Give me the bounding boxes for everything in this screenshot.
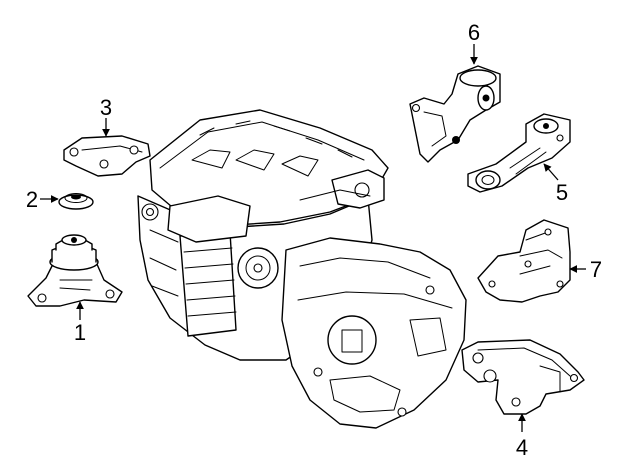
callout-label-3: 3 bbox=[100, 95, 112, 120]
engine-mount-part-3 bbox=[63, 135, 151, 177]
callout-5: 5 bbox=[543, 163, 568, 205]
callout-3: 3 bbox=[100, 95, 112, 137]
engine-mount-part-1 bbox=[27, 234, 123, 307]
callout-label-5: 5 bbox=[556, 180, 568, 205]
callout-6: 6 bbox=[468, 20, 480, 65]
engine-mount-part-2 bbox=[58, 193, 94, 210]
engine-transmission-assembly bbox=[137, 109, 467, 429]
callout-label-4: 4 bbox=[516, 435, 528, 460]
callout-label-6: 6 bbox=[468, 20, 480, 45]
engine-mount-part-5 bbox=[467, 113, 571, 193]
callout-1: 1 bbox=[74, 301, 86, 345]
engine-mount-part-4 bbox=[461, 339, 585, 415]
engine-mount-part-7 bbox=[477, 219, 571, 303]
callout-label-7: 7 bbox=[590, 257, 602, 282]
callout-4: 4 bbox=[516, 413, 528, 460]
callout-2: 2 bbox=[26, 187, 59, 212]
callout-label-2: 2 bbox=[26, 187, 38, 212]
callout-7: 7 bbox=[569, 257, 602, 282]
engine-mount-part-6 bbox=[409, 65, 501, 163]
callout-label-1: 1 bbox=[74, 320, 86, 345]
